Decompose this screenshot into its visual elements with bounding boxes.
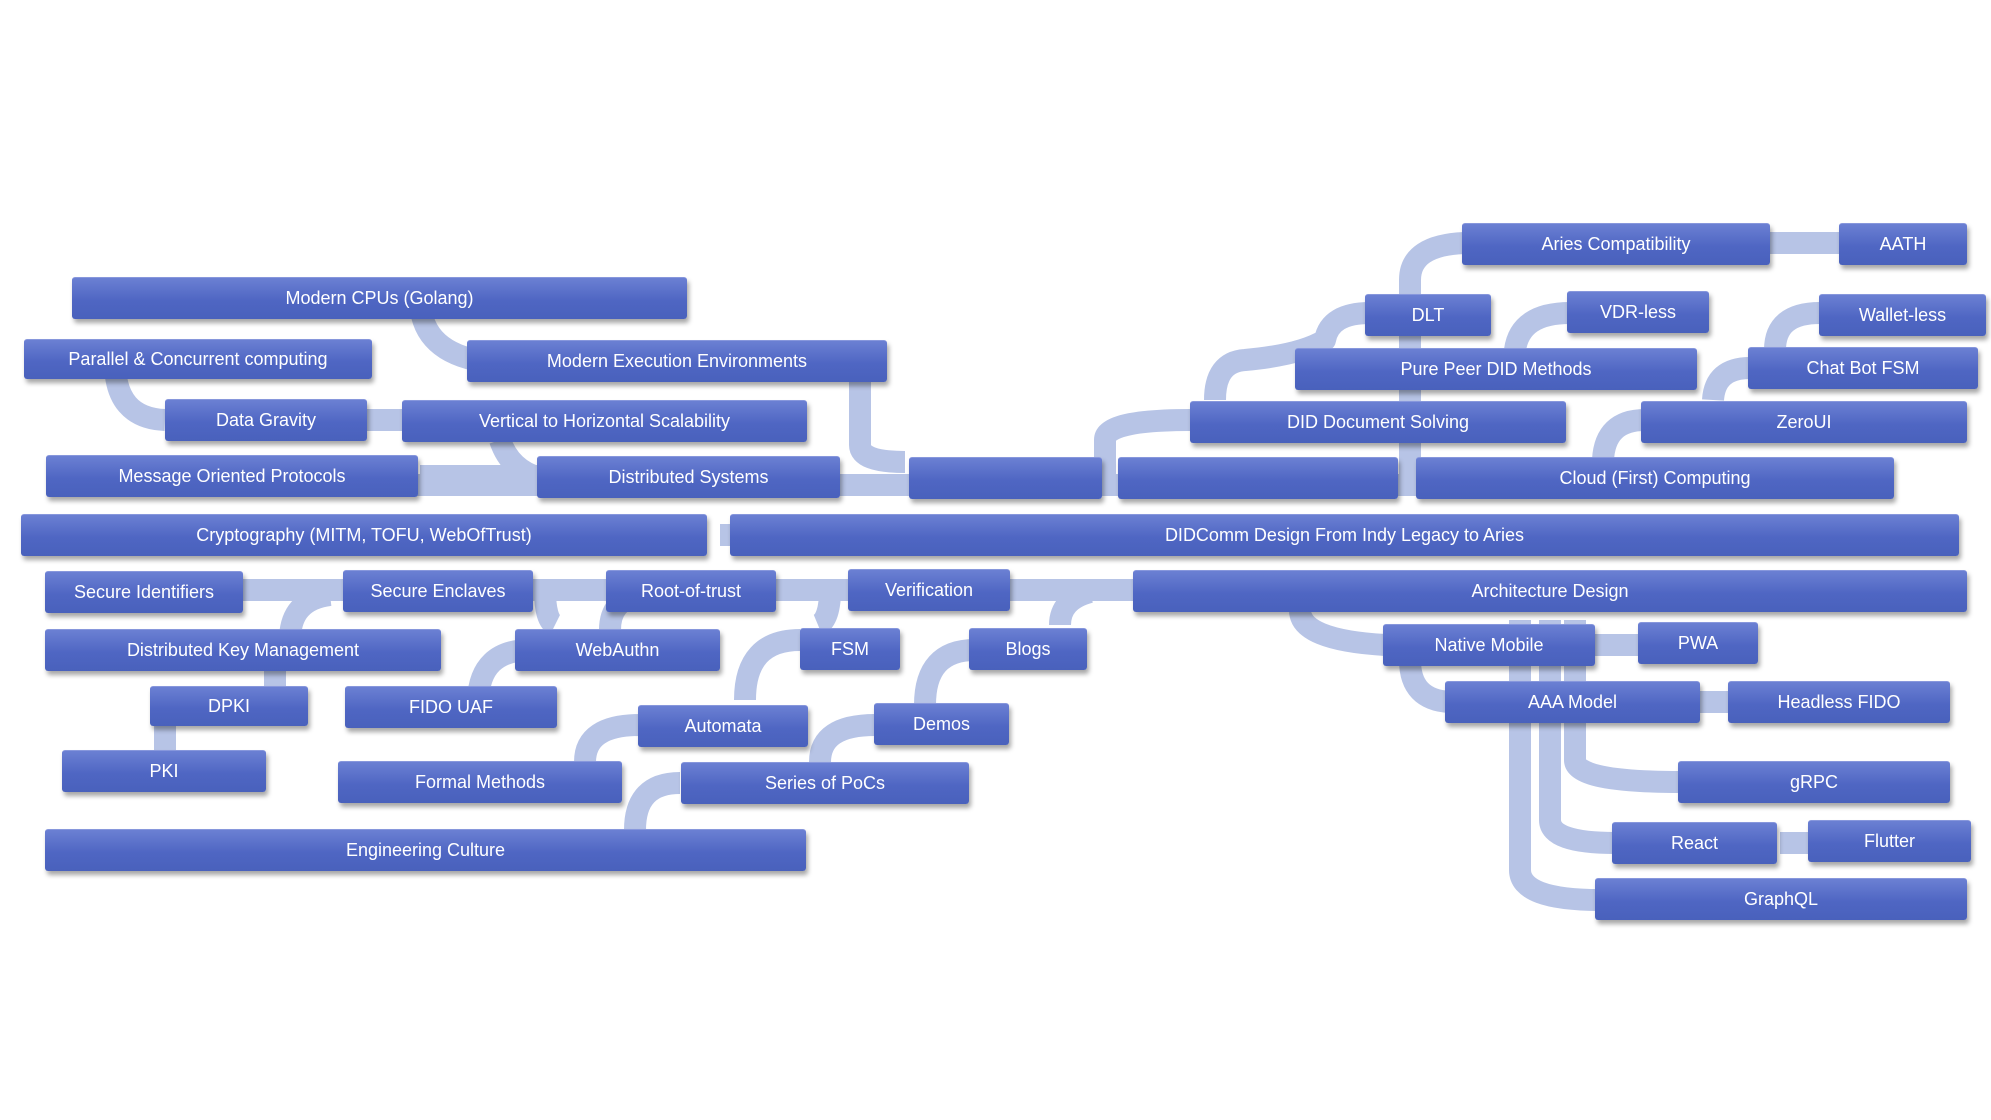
node-pwa: PWA xyxy=(1638,622,1758,664)
node-modern-exec: Modern Execution Environments xyxy=(467,340,887,382)
node-fido-uaf: FIDO UAF xyxy=(345,686,557,728)
node-pure-peer: Pure Peer DID Methods xyxy=(1295,348,1697,390)
link-zeroui xyxy=(1592,409,1646,462)
link-blogs xyxy=(1049,581,1094,626)
node-series-of-pocs: Series of PoCs xyxy=(681,762,969,804)
link-native-aaa xyxy=(1399,659,1452,713)
link-dlt xyxy=(1204,302,1371,401)
node-verification: Verification xyxy=(848,569,1010,611)
node-flutter: Flutter xyxy=(1808,820,1971,862)
node-secure-identifiers: Secure Identifiers xyxy=(45,571,243,613)
node-parallel: Parallel & Concurrent computing xyxy=(24,339,372,379)
node-distributed-key-mgmt: Distributed Key Management xyxy=(45,629,441,671)
node-did-doc-solving: DID Document Solving xyxy=(1190,401,1566,443)
node-dlt: DLT xyxy=(1365,294,1491,336)
node-blogs: Blogs xyxy=(969,628,1087,670)
link-modern-exec xyxy=(849,370,906,473)
link-react xyxy=(1539,620,1616,854)
node-distributed-systems: Distributed Systems xyxy=(537,456,840,498)
link-vdr xyxy=(1504,302,1571,353)
node-modern-cpus: Modern CPUs (Golang) xyxy=(72,277,687,319)
node-aries-compat: Aries Compatibility xyxy=(1462,223,1770,265)
node-grpc: gRPC xyxy=(1678,761,1950,803)
node-message-oriented: Message Oriented Protocols xyxy=(46,455,418,497)
link-grpc xyxy=(1564,620,1681,793)
node-zeroui: ZeroUI xyxy=(1641,401,1967,443)
node-cloud-first: Cloud (First) Computing xyxy=(1416,457,1894,499)
node-didcomm: DIDComm Design From Indy Legacy to Aries xyxy=(730,514,1959,556)
node-secure-enclaves: Secure Enclaves xyxy=(343,570,533,612)
node-formal-methods: Formal Methods xyxy=(338,761,622,803)
node-vertical: Vertical to Horizontal Scalability xyxy=(402,400,807,442)
link-verification xyxy=(812,589,841,636)
link-enclaves xyxy=(534,589,562,635)
node-react: React xyxy=(1612,822,1777,864)
link-pocs xyxy=(624,772,681,831)
node-blank-2 xyxy=(1118,457,1398,499)
link-cloud-branch xyxy=(1094,409,1191,475)
node-wallet-less: Wallet-less xyxy=(1819,294,1986,336)
node-fsm: FSM xyxy=(800,628,900,670)
node-chat-bot-fsm: Chat Bot FSM xyxy=(1748,347,1978,389)
link-automata xyxy=(574,714,641,763)
node-architecture-design: Architecture Design xyxy=(1133,570,1967,612)
node-engineering-culture: Engineering Culture xyxy=(45,829,806,871)
link-blank-right xyxy=(1399,232,1466,475)
node-aath: AATH xyxy=(1839,223,1967,265)
link-demos xyxy=(809,714,876,763)
link-chatbot xyxy=(1702,357,1751,402)
link-fsm xyxy=(734,629,801,701)
link-wallet xyxy=(1764,302,1821,351)
node-graphql: GraphQL xyxy=(1595,878,1967,920)
node-aaa-model: AAA Model xyxy=(1445,681,1700,723)
link-graphql xyxy=(1509,620,1601,911)
link-blogs-demos xyxy=(914,639,976,706)
node-vdr-less: VDR-less xyxy=(1567,291,1709,333)
node-demos: Demos xyxy=(874,703,1009,745)
node-root-of-trust: Root-of-trust xyxy=(606,570,776,612)
node-dpki: DPKI xyxy=(150,686,308,726)
node-pki: PKI xyxy=(62,750,266,792)
node-webauthn: WebAuthn xyxy=(515,629,720,671)
node-cryptography: Cryptography (MITM, TOFU, WebOfTrust) xyxy=(21,514,707,556)
node-native-mobile: Native Mobile xyxy=(1383,624,1595,666)
node-blank-1 xyxy=(909,457,1102,499)
node-headless-fido: Headless FIDO xyxy=(1728,681,1950,723)
node-data-gravity: Data Gravity xyxy=(165,399,367,441)
node-automata: Automata xyxy=(638,705,808,747)
link-arch-native xyxy=(1289,608,1386,656)
